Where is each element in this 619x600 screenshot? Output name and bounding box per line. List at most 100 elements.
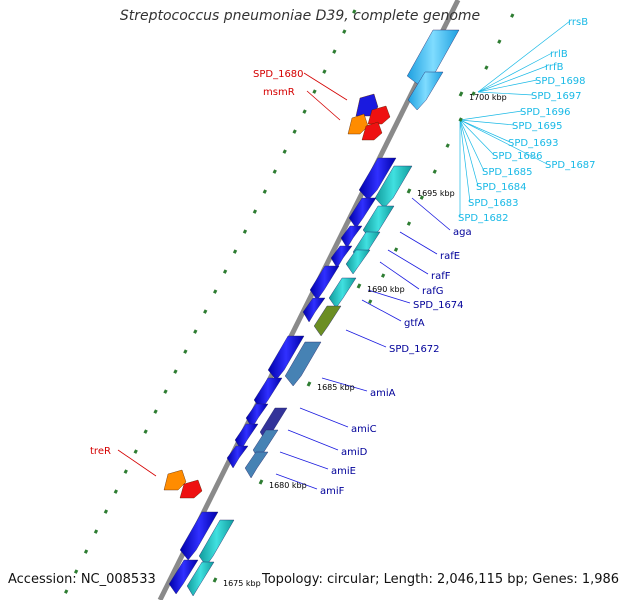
scale-dot bbox=[312, 89, 317, 94]
gene-label-cyan: SPD_1698 bbox=[535, 76, 586, 87]
leader-line bbox=[367, 289, 411, 304]
gene-label-red: SPD_1680 bbox=[253, 69, 304, 80]
scale-dot bbox=[497, 39, 502, 44]
scale-dot bbox=[282, 149, 287, 154]
gene-label-cyan: SPD_1686 bbox=[492, 151, 543, 162]
accession-label: Accession: NC_008533 bbox=[8, 572, 156, 587]
gene-arrow bbox=[234, 423, 259, 451]
scale-dot bbox=[342, 29, 347, 34]
leader-line bbox=[459, 110, 523, 121]
gene-label-cyan: rrfB bbox=[545, 62, 564, 73]
leader-line bbox=[459, 119, 495, 156]
regulator-gene-arrow bbox=[163, 469, 187, 491]
tick-mark bbox=[406, 188, 412, 194]
tick-mark bbox=[306, 381, 312, 387]
scale-dot bbox=[252, 209, 258, 214]
gene-arrow bbox=[267, 335, 305, 381]
gene-arrow bbox=[198, 519, 235, 567]
leader-line bbox=[459, 119, 479, 187]
tick-mark bbox=[212, 577, 218, 583]
gene-label-cyan: SPD_1696 bbox=[520, 107, 571, 118]
scale-dot bbox=[103, 509, 109, 514]
leader-line bbox=[477, 20, 571, 93]
scale-dot bbox=[153, 409, 158, 414]
scale-dot bbox=[203, 309, 208, 314]
gene-arrow bbox=[245, 403, 269, 429]
scale-dot bbox=[123, 469, 128, 474]
leader-line bbox=[399, 231, 438, 255]
scale-dot bbox=[292, 129, 297, 134]
scale-dot bbox=[322, 69, 327, 74]
gene-label-navy: amiA bbox=[370, 388, 396, 399]
gene-arrow bbox=[374, 165, 413, 209]
tick-label: 1700 kbp bbox=[469, 93, 507, 102]
gene-label-cyan: SPD_1693 bbox=[508, 138, 559, 149]
regulator-gene-arrow bbox=[367, 105, 391, 125]
leader-line bbox=[387, 249, 429, 275]
gene-arrow bbox=[328, 277, 357, 309]
scale-dot bbox=[113, 489, 118, 494]
scale-dot bbox=[262, 189, 267, 194]
tick-label: 1695 kbp bbox=[417, 189, 455, 198]
tick-label: 1675 kbp bbox=[223, 579, 261, 588]
scale-dot bbox=[83, 549, 89, 554]
gene-arrow bbox=[168, 559, 199, 595]
gene-arrow bbox=[284, 341, 322, 387]
scale-dot bbox=[222, 269, 228, 274]
tick-label: 1685 kbp bbox=[317, 383, 355, 392]
scale-dot bbox=[173, 369, 178, 374]
tick-label: 1680 kbp bbox=[269, 481, 307, 490]
gene-label-cyan: rrlB bbox=[550, 49, 568, 60]
leader-line bbox=[379, 261, 420, 290]
leader-line bbox=[345, 329, 387, 348]
gene-labels: SPD_1680msmRtreRagarafErafFrafGSPD_1674g… bbox=[90, 17, 596, 497]
gene-label-navy: rafG bbox=[422, 286, 444, 297]
leader-line bbox=[279, 451, 329, 470]
gene-arrow bbox=[186, 561, 215, 597]
scale-dot bbox=[484, 65, 489, 70]
leader-line bbox=[477, 91, 534, 96]
gene-arrow bbox=[358, 157, 397, 201]
gene-label-navy: gtfA bbox=[404, 318, 425, 329]
tick-mark bbox=[458, 91, 464, 97]
leader-line bbox=[306, 90, 341, 121]
gene-label-navy: rafE bbox=[440, 251, 460, 262]
gene-arrow bbox=[340, 225, 363, 249]
scale-dot bbox=[213, 289, 218, 294]
scale-dot bbox=[93, 529, 99, 534]
leader-line bbox=[275, 473, 318, 490]
gene-label-navy: amiC bbox=[351, 424, 377, 435]
scale-dot bbox=[393, 247, 399, 252]
leader-line bbox=[299, 407, 349, 428]
scale-dot bbox=[445, 143, 450, 148]
gene-arrow bbox=[345, 249, 371, 275]
gene-label-cyan: SPD_1695 bbox=[512, 121, 563, 132]
leader-line bbox=[303, 72, 348, 101]
scale-dot bbox=[272, 169, 277, 174]
leader-line bbox=[117, 449, 157, 477]
scale-dot bbox=[352, 9, 357, 14]
scale-dot bbox=[406, 221, 412, 226]
regulator-gene-arrow bbox=[347, 113, 369, 135]
leader-line bbox=[477, 52, 553, 93]
scale-dot bbox=[143, 429, 148, 434]
regulator-gene-arrow bbox=[179, 479, 203, 499]
leader-line bbox=[477, 79, 538, 93]
scale-dot bbox=[193, 329, 198, 334]
leader-line bbox=[321, 377, 368, 392]
gene-arrow bbox=[244, 451, 269, 479]
gene-track bbox=[163, 29, 460, 597]
map-title: Streptococcus pneumoniae D39, complete g… bbox=[119, 8, 481, 24]
gene-label-cyan: SPD_1697 bbox=[531, 91, 582, 102]
gene-label-cyan: SPD_1685 bbox=[482, 167, 533, 178]
scale-dot bbox=[332, 49, 337, 54]
leader-lines bbox=[117, 20, 571, 490]
scale-dot bbox=[232, 249, 238, 254]
leader-line bbox=[361, 299, 402, 322]
scale-dot bbox=[64, 589, 69, 594]
leader-line bbox=[411, 197, 451, 231]
gene-arrow bbox=[179, 511, 219, 561]
regulator-gene-arrow bbox=[361, 121, 383, 141]
gene-label-cyan: rrsB bbox=[568, 17, 588, 28]
